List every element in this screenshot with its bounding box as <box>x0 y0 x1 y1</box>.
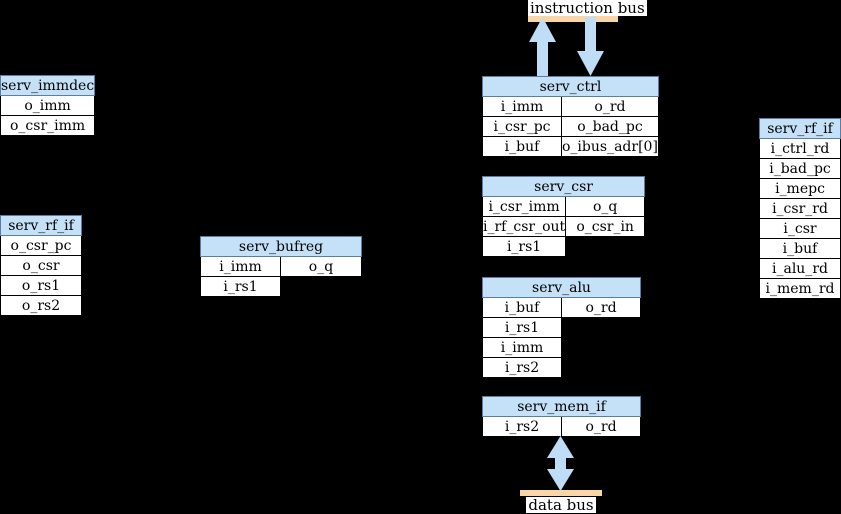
port-cell: i_mepc <box>759 178 841 199</box>
port-cell: i_buf <box>482 297 562 318</box>
port-cell: i_alu_rd <box>759 258 841 279</box>
port-cell: i_rs2 <box>482 416 562 437</box>
data-bus-label-text: data bus <box>526 496 596 514</box>
port-cell: o_rs2 <box>0 295 82 316</box>
port-cell: o_imm <box>0 95 96 116</box>
block-serv-immdec: serv_immdec o_imm o_csr_imm <box>0 75 96 136</box>
port-cell: i_bad_pc <box>759 158 841 179</box>
port-cell: o_csr_imm <box>0 115 96 136</box>
port-cell: o_csr <box>0 255 82 276</box>
block-serv-alu: serv_alu i_buf o_rd i_rs1 i_imm i_rs2 <box>482 277 641 378</box>
port-cell: i_csr_pc <box>482 116 562 137</box>
block-title: serv_immdec <box>0 75 96 96</box>
block-serv-bufreg: serv_bufreg i_imm o_q i_rs1 <box>200 236 362 297</box>
up-arrow-icon <box>529 17 556 76</box>
port-cell: o_csr_in <box>565 216 646 237</box>
port-cell: o_csr_pc <box>0 235 82 256</box>
port-cell: o_rd <box>561 297 641 318</box>
port-cell: o_bad_pc <box>561 116 659 137</box>
port-cell: i_csr_rd <box>759 198 841 219</box>
block-title: serv_ctrl <box>482 76 659 97</box>
block-serv-rf-if-left: serv_rf_if o_csr_pc o_csr o_rs1 o_rs2 <box>0 215 82 316</box>
block-serv-mem-if: serv_mem_if i_rs2 o_rd <box>482 396 641 437</box>
port-cell: i_rs2 <box>482 357 562 378</box>
port-cell: o_rd <box>561 96 659 117</box>
data-bus-label: data bus <box>520 497 602 513</box>
block-serv-rf-if-right: serv_rf_if i_ctrl_rd i_bad_pc i_mepc i_c… <box>759 118 841 299</box>
block-serv-ctrl: serv_ctrl i_imm o_rd i_csr_pc o_bad_pc i… <box>482 76 659 157</box>
down-arrow-icon <box>577 17 604 76</box>
port-cell: o_rd <box>561 416 641 437</box>
port-cell: i_imm <box>482 337 562 358</box>
port-cell: i_rf_csr_out <box>481 216 567 237</box>
port-cell: i_imm <box>482 96 562 117</box>
block-title: serv_alu <box>482 277 641 298</box>
port-cell: i_csr <box>759 218 841 239</box>
block-title: serv_rf_if <box>0 215 82 236</box>
port-cell: i_imm <box>200 256 281 277</box>
port-cell: i_rs1 <box>481 236 567 257</box>
port-cell: o_rs1 <box>0 275 82 296</box>
port-cell: i_buf <box>759 238 841 259</box>
port-cell: i_rs1 <box>482 317 562 338</box>
port-cell: o_q <box>280 256 362 277</box>
block-title: serv_mem_if <box>482 396 641 417</box>
bidirectional-arrow-icon <box>547 436 574 491</box>
port-cell: i_mem_rd <box>759 278 841 299</box>
block-title: serv_csr <box>481 176 646 197</box>
port-cell: o_ibus_adr[0] <box>561 136 659 157</box>
block-serv-csr: serv_csr i_csr_imm o_q i_rf_csr_out o_cs… <box>481 176 646 257</box>
port-cell: i_ctrl_rd <box>759 138 841 159</box>
port-cell: i_buf <box>482 136 562 157</box>
data-bus-bar <box>520 490 602 496</box>
port-cell: i_csr_imm <box>481 196 567 217</box>
port-cell: i_rs1 <box>200 276 281 297</box>
block-title: serv_bufreg <box>200 236 362 257</box>
instruction-bus-label: instruction bus <box>528 0 647 16</box>
port-cell: o_q <box>565 196 646 217</box>
instruction-bus-bar <box>528 16 618 22</box>
instruction-bus-label-text: instruction bus <box>528 0 647 17</box>
block-title: serv_rf_if <box>759 118 841 139</box>
